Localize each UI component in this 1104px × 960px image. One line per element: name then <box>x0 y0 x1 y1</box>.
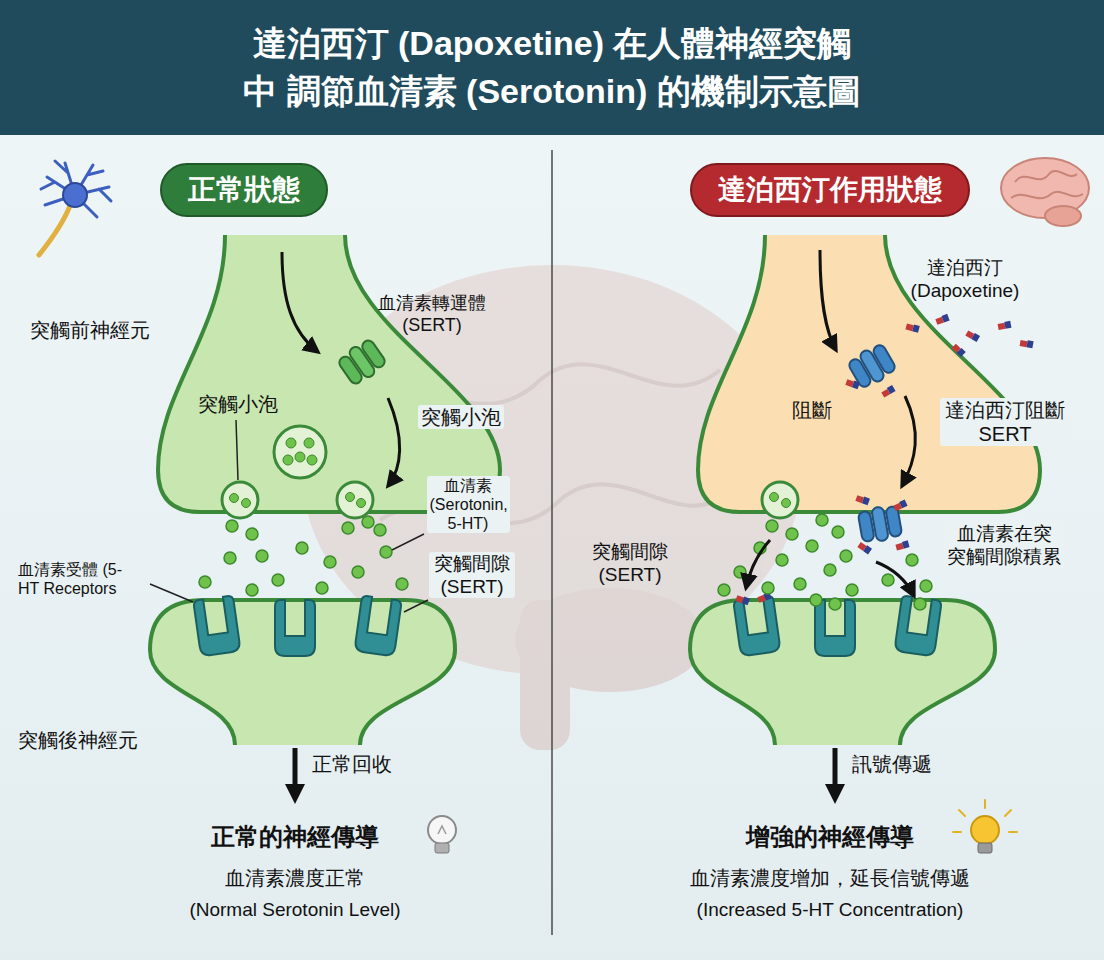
result-text: 血清素濃度正常 <box>225 866 365 890</box>
result-text: (Increased 5-HT Concentration) <box>697 898 964 921</box>
badge-text: 達泊西汀作用狀態 <box>718 171 942 209</box>
vesicle-label: 突觸小泡 <box>418 405 504 429</box>
block-label: 阻斷 <box>792 398 832 422</box>
accumulation-label: 血清素在突 突觸間隙積累 <box>943 522 1065 568</box>
transporter-label: 血清素轉運體 (SERT) <box>376 292 488 336</box>
cleft-label: 突觸間隙 (SERT) <box>429 552 515 598</box>
receptor-label: 血清素受體 (5-HT Receptors <box>18 560 124 598</box>
brain-icon <box>1001 158 1089 226</box>
diagram-title: 達泊西汀 (Dapoxetine) 在人體神經突觸中 調節血清素 (Seroto… <box>242 19 862 115</box>
neuron-label: 突觸前神經元 <box>30 318 150 342</box>
title-bar <box>0 0 1104 135</box>
block-label: 達泊西汀阻斷 SERT <box>940 398 1070 446</box>
arrow-label: 訊號傳遞 <box>852 752 932 776</box>
result-text: 血清素濃度增加，延長信號傳遞 <box>690 866 970 890</box>
state-badge: 正常狀態 <box>160 163 328 217</box>
serotonin-label: 血清素 (Serotonin, 5-HT) <box>427 476 510 533</box>
result-heading: 正常的神經傳導 <box>211 822 379 851</box>
page-ground <box>0 135 1104 960</box>
neuron-icon <box>39 161 111 255</box>
result-heading: 增強的神經傳導 <box>746 822 914 851</box>
result-text: (Normal Serotonin Level) <box>189 898 400 921</box>
normal-synapse <box>150 235 500 853</box>
drug-label: 達泊西汀 (Dapoxetine) <box>910 256 1021 302</box>
panel-divider <box>551 150 553 935</box>
badge-text: 正常狀態 <box>188 171 300 209</box>
cleft-label: 突觸間隙 (SERT) <box>590 540 670 586</box>
state-badge: 達泊西汀作用狀態 <box>690 163 970 217</box>
neuron-label: 突觸後神經元 <box>18 728 138 752</box>
arrow-label: 正常回收 <box>312 752 392 776</box>
vesicle-label: 突觸小泡 <box>198 392 278 416</box>
